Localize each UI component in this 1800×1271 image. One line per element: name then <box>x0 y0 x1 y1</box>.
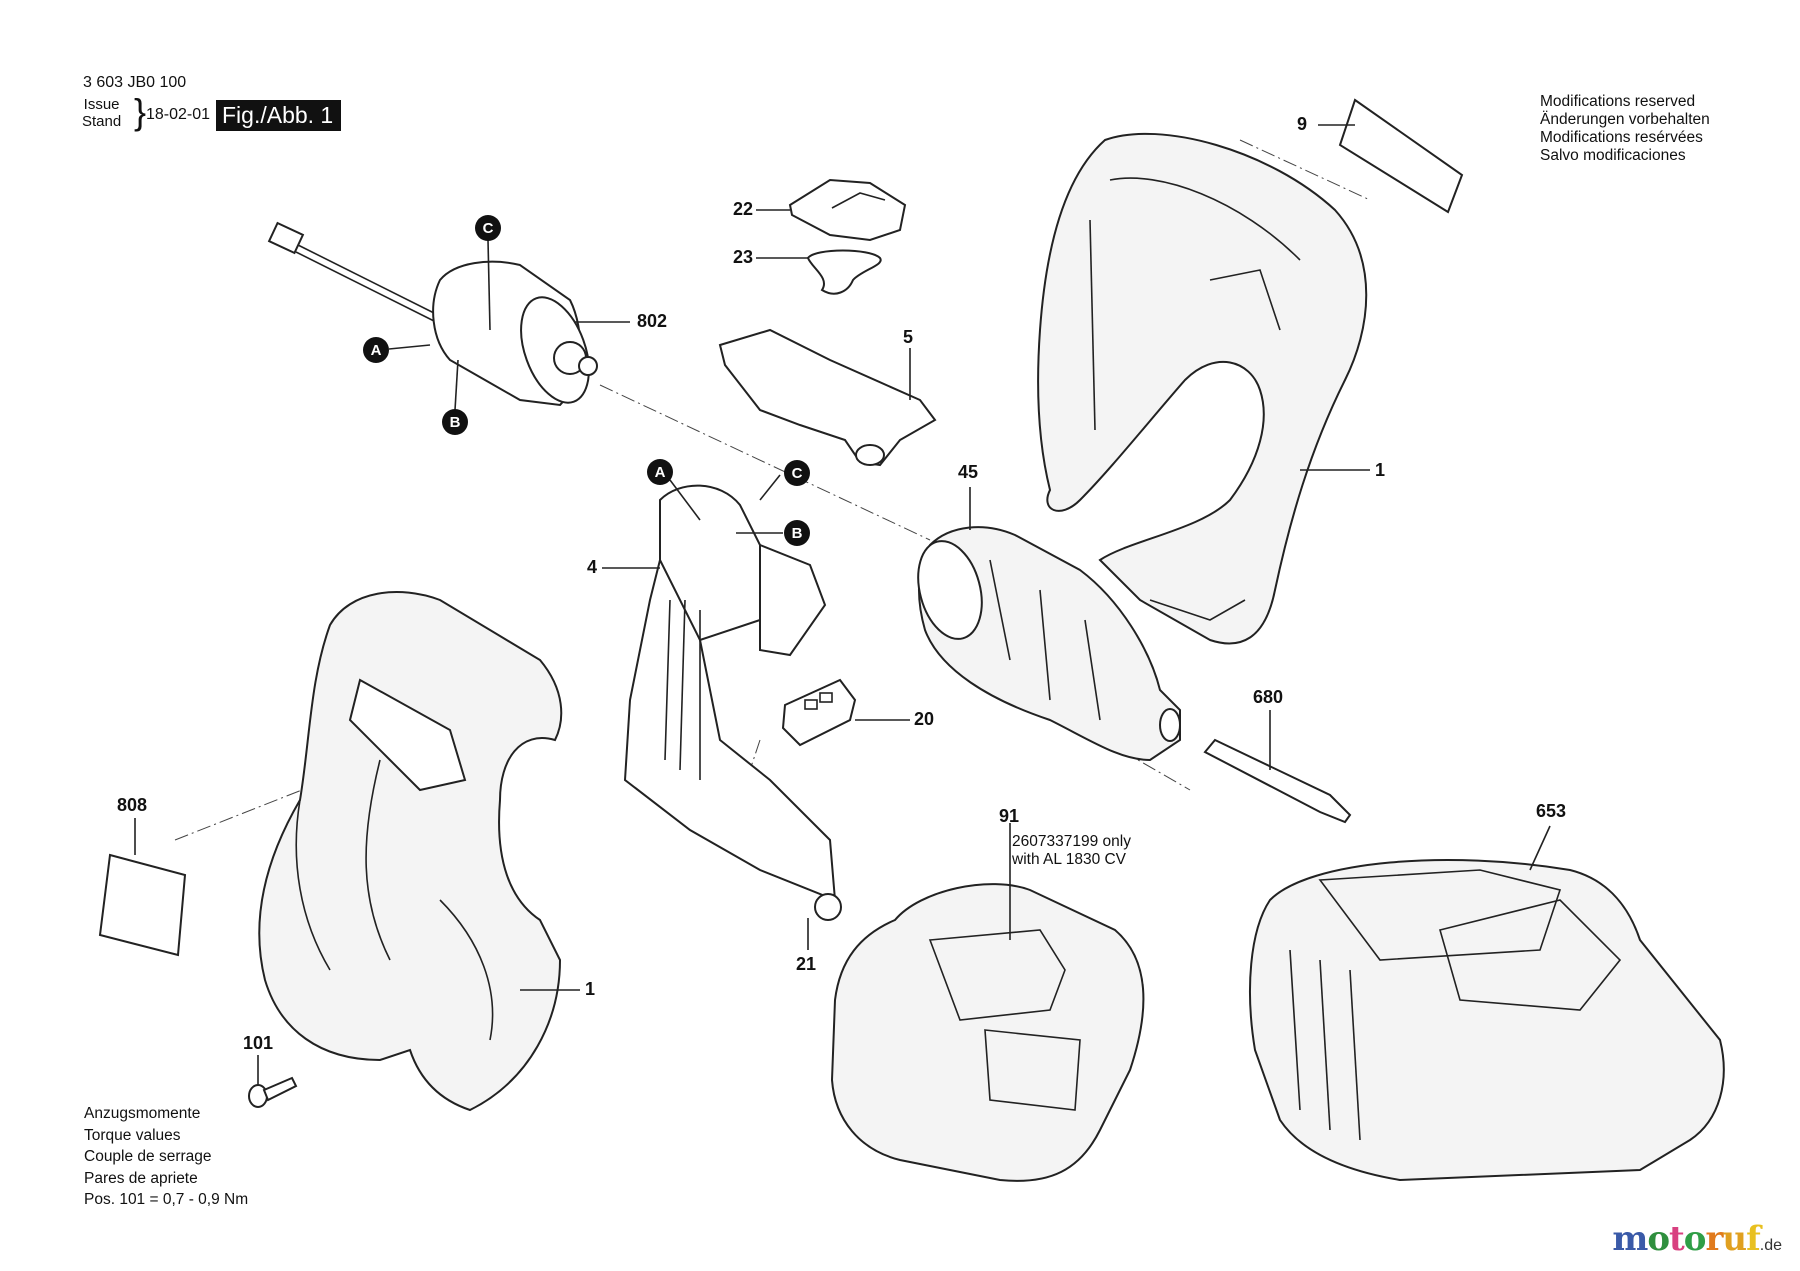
wm-letter: o <box>1647 1219 1670 1259</box>
wm-letter: r <box>1705 1219 1723 1259</box>
callout-B-switch: B <box>736 520 810 546</box>
svg-text:C: C <box>792 465 803 482</box>
part-number-4: 4 <box>587 557 598 577</box>
part-91-battery[interactable] <box>830 883 1145 1182</box>
part-802-motor[interactable] <box>267 221 602 412</box>
callout-A-motor: A <box>363 337 431 363</box>
torque-value: Pos. 101 = 0,7 - 0,9 Nm <box>84 1191 249 1208</box>
part-number: 3 603 JB0 100 <box>83 74 187 91</box>
motoruf-watermark: motoruf.de <box>1612 1219 1782 1259</box>
notice-line: Salvo modificaciones <box>1540 147 1686 164</box>
torque-line: Anzugsmomente <box>84 1105 201 1122</box>
part-1-housing-right[interactable] <box>1037 132 1368 645</box>
assembly-axis-line <box>599 384 931 541</box>
torque-line: Couple de serrage <box>84 1148 212 1165</box>
part-101-screw[interactable] <box>248 1076 298 1108</box>
svg-text:B: B <box>792 525 803 542</box>
part-number-653: 653 <box>1536 801 1567 821</box>
notice-line: Änderungen vorbehalten <box>1540 111 1710 128</box>
note-line: with AL 1830 CV <box>1012 851 1127 868</box>
part-number-1-right: 1 <box>1375 460 1386 480</box>
part-number-802: 802 <box>637 311 668 331</box>
part-number-23: 23 <box>733 247 754 267</box>
issue-label-en: Issue <box>83 96 120 113</box>
figure-label: Fig./Abb. 1 <box>216 100 342 131</box>
part-680-bit[interactable] <box>1203 738 1352 824</box>
modifications-notice: Modifications reserved Änderungen vorbeh… <box>1540 93 1710 165</box>
part-number-21: 21 <box>796 954 817 974</box>
issue-date: 18-02-01 <box>146 106 211 123</box>
notice-line: Modifications reserved <box>1540 93 1696 110</box>
notice-line: Modifications resérvées <box>1540 129 1703 146</box>
part-22-switch-cap[interactable] <box>788 178 907 242</box>
svg-text:C: C <box>483 220 494 237</box>
part-number-20: 20 <box>914 709 935 729</box>
part-number-91: 91 <box>999 806 1020 826</box>
torque-line: Torque values <box>84 1126 181 1144</box>
part-20-led-board[interactable] <box>781 678 857 747</box>
issue-label-de: Stand <box>82 113 122 130</box>
callout-B-motor: B <box>442 359 468 435</box>
part-number-680: 680 <box>1253 687 1284 707</box>
part-91-note: 2607337199 only with AL 1830 CV <box>1012 833 1131 869</box>
callout-C-switch: C <box>759 460 810 501</box>
svg-text:A: A <box>655 464 666 481</box>
part-653-charger[interactable] <box>1249 859 1725 1182</box>
part-number-101: 101 <box>243 1033 274 1053</box>
note-line: 2607337199 only <box>1012 833 1131 850</box>
wm-letter: f <box>1746 1219 1761 1259</box>
svg-text:A: A <box>371 342 382 359</box>
callout-A-switch: A <box>647 459 701 521</box>
torque-note: Anzugsmomente Torque values Couple de se… <box>84 1103 248 1211</box>
wm-letter: t <box>1669 1219 1685 1259</box>
part-1-housing-left[interactable] <box>258 591 563 1112</box>
part-808-label[interactable] <box>98 853 187 957</box>
issue-label: Issue Stand <box>82 96 121 130</box>
part-number-22: 22 <box>733 199 754 219</box>
brace: } <box>134 91 147 132</box>
leader-line <box>1529 825 1551 871</box>
part-23-spring[interactable] <box>806 249 882 295</box>
wm-suffix: .de <box>1759 1237 1782 1254</box>
wm-letter: m <box>1612 1219 1648 1259</box>
part-45-chuck[interactable] <box>908 526 1181 762</box>
callout-C-motor: C <box>475 215 501 331</box>
wm-letter: o <box>1683 1219 1707 1259</box>
part-number-9: 9 <box>1297 114 1308 134</box>
part-number-45: 45 <box>958 462 979 482</box>
torque-line: Pares de apriete <box>84 1169 198 1187</box>
part-number-808: 808 <box>117 795 148 815</box>
svg-text:B: B <box>450 414 461 431</box>
part-9-label[interactable] <box>1338 98 1464 214</box>
part-5-slide[interactable] <box>718 328 937 467</box>
wm-letter: u <box>1722 1219 1747 1259</box>
part-number-1-left: 1 <box>585 979 596 999</box>
part-4-switch-electronics[interactable] <box>623 484 842 921</box>
part-number-5: 5 <box>903 327 914 347</box>
